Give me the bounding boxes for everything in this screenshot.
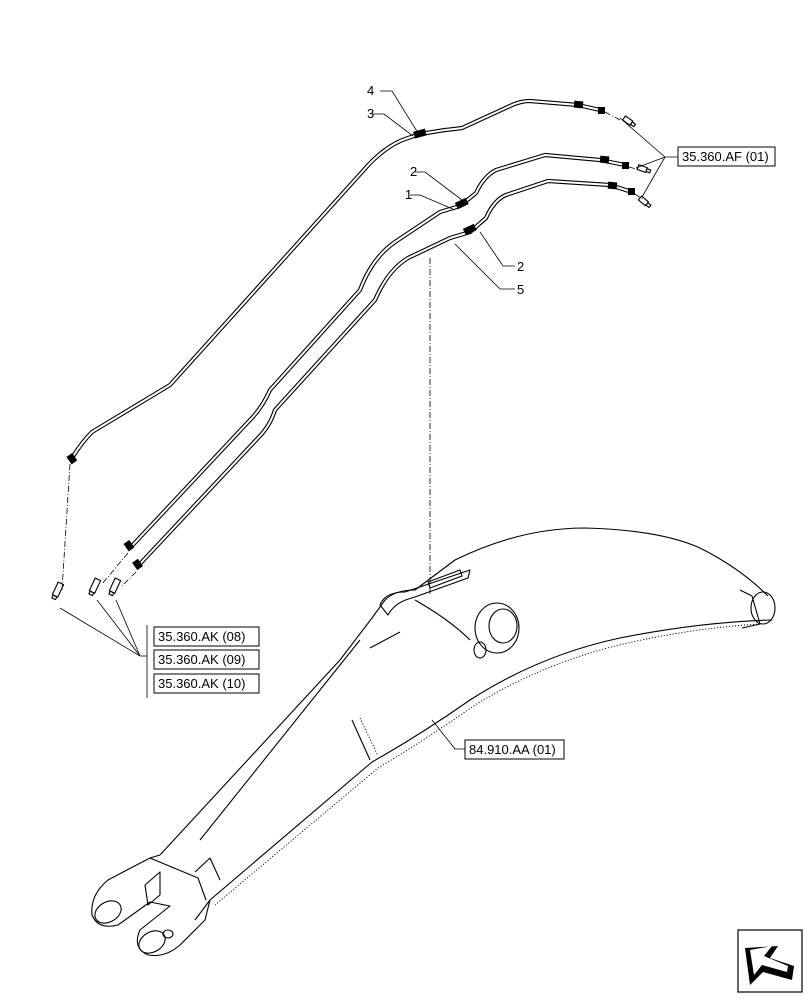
callout-2-lower: 2 [517,259,524,274]
reference-ak-09[interactable]: 35.360.AK (09) [153,649,260,670]
pipe-3 [69,98,603,461]
callout-1: 1 [405,187,412,202]
reference-ak-08-label: 35.360.AK (08) [158,629,245,644]
reference-ak-10-label: 35.360.AK (10) [158,676,245,691]
reference-af-label: 35.360.AF (01) [682,149,769,164]
reference-af[interactable]: 35.360.AF (01) [677,146,776,167]
reference-ak-09-label: 35.360.AK (09) [158,652,245,667]
reference-ak-08[interactable]: 35.360.AK (08) [153,626,260,647]
reference-ak-10[interactable]: 35.360.AK (10) [153,673,260,694]
callout-3: 3 [367,106,374,121]
reference-aa-label: 84.910.AA (01) [469,742,556,757]
boom-arm [91,527,776,957]
pipe-1 [127,152,628,551]
callout-5: 5 [517,282,524,297]
lower-fittings [51,463,137,601]
navigation-arrow-icon[interactable] [737,929,803,993]
callout-leaders [59,90,678,750]
upper-fittings [604,111,652,209]
callout-2-upper: 2 [410,164,417,179]
pipe-5 [135,178,635,569]
hydraulic-pipes [66,98,635,571]
callout-4: 4 [367,83,374,98]
reference-aa[interactable]: 84.910.AA (01) [464,739,565,760]
